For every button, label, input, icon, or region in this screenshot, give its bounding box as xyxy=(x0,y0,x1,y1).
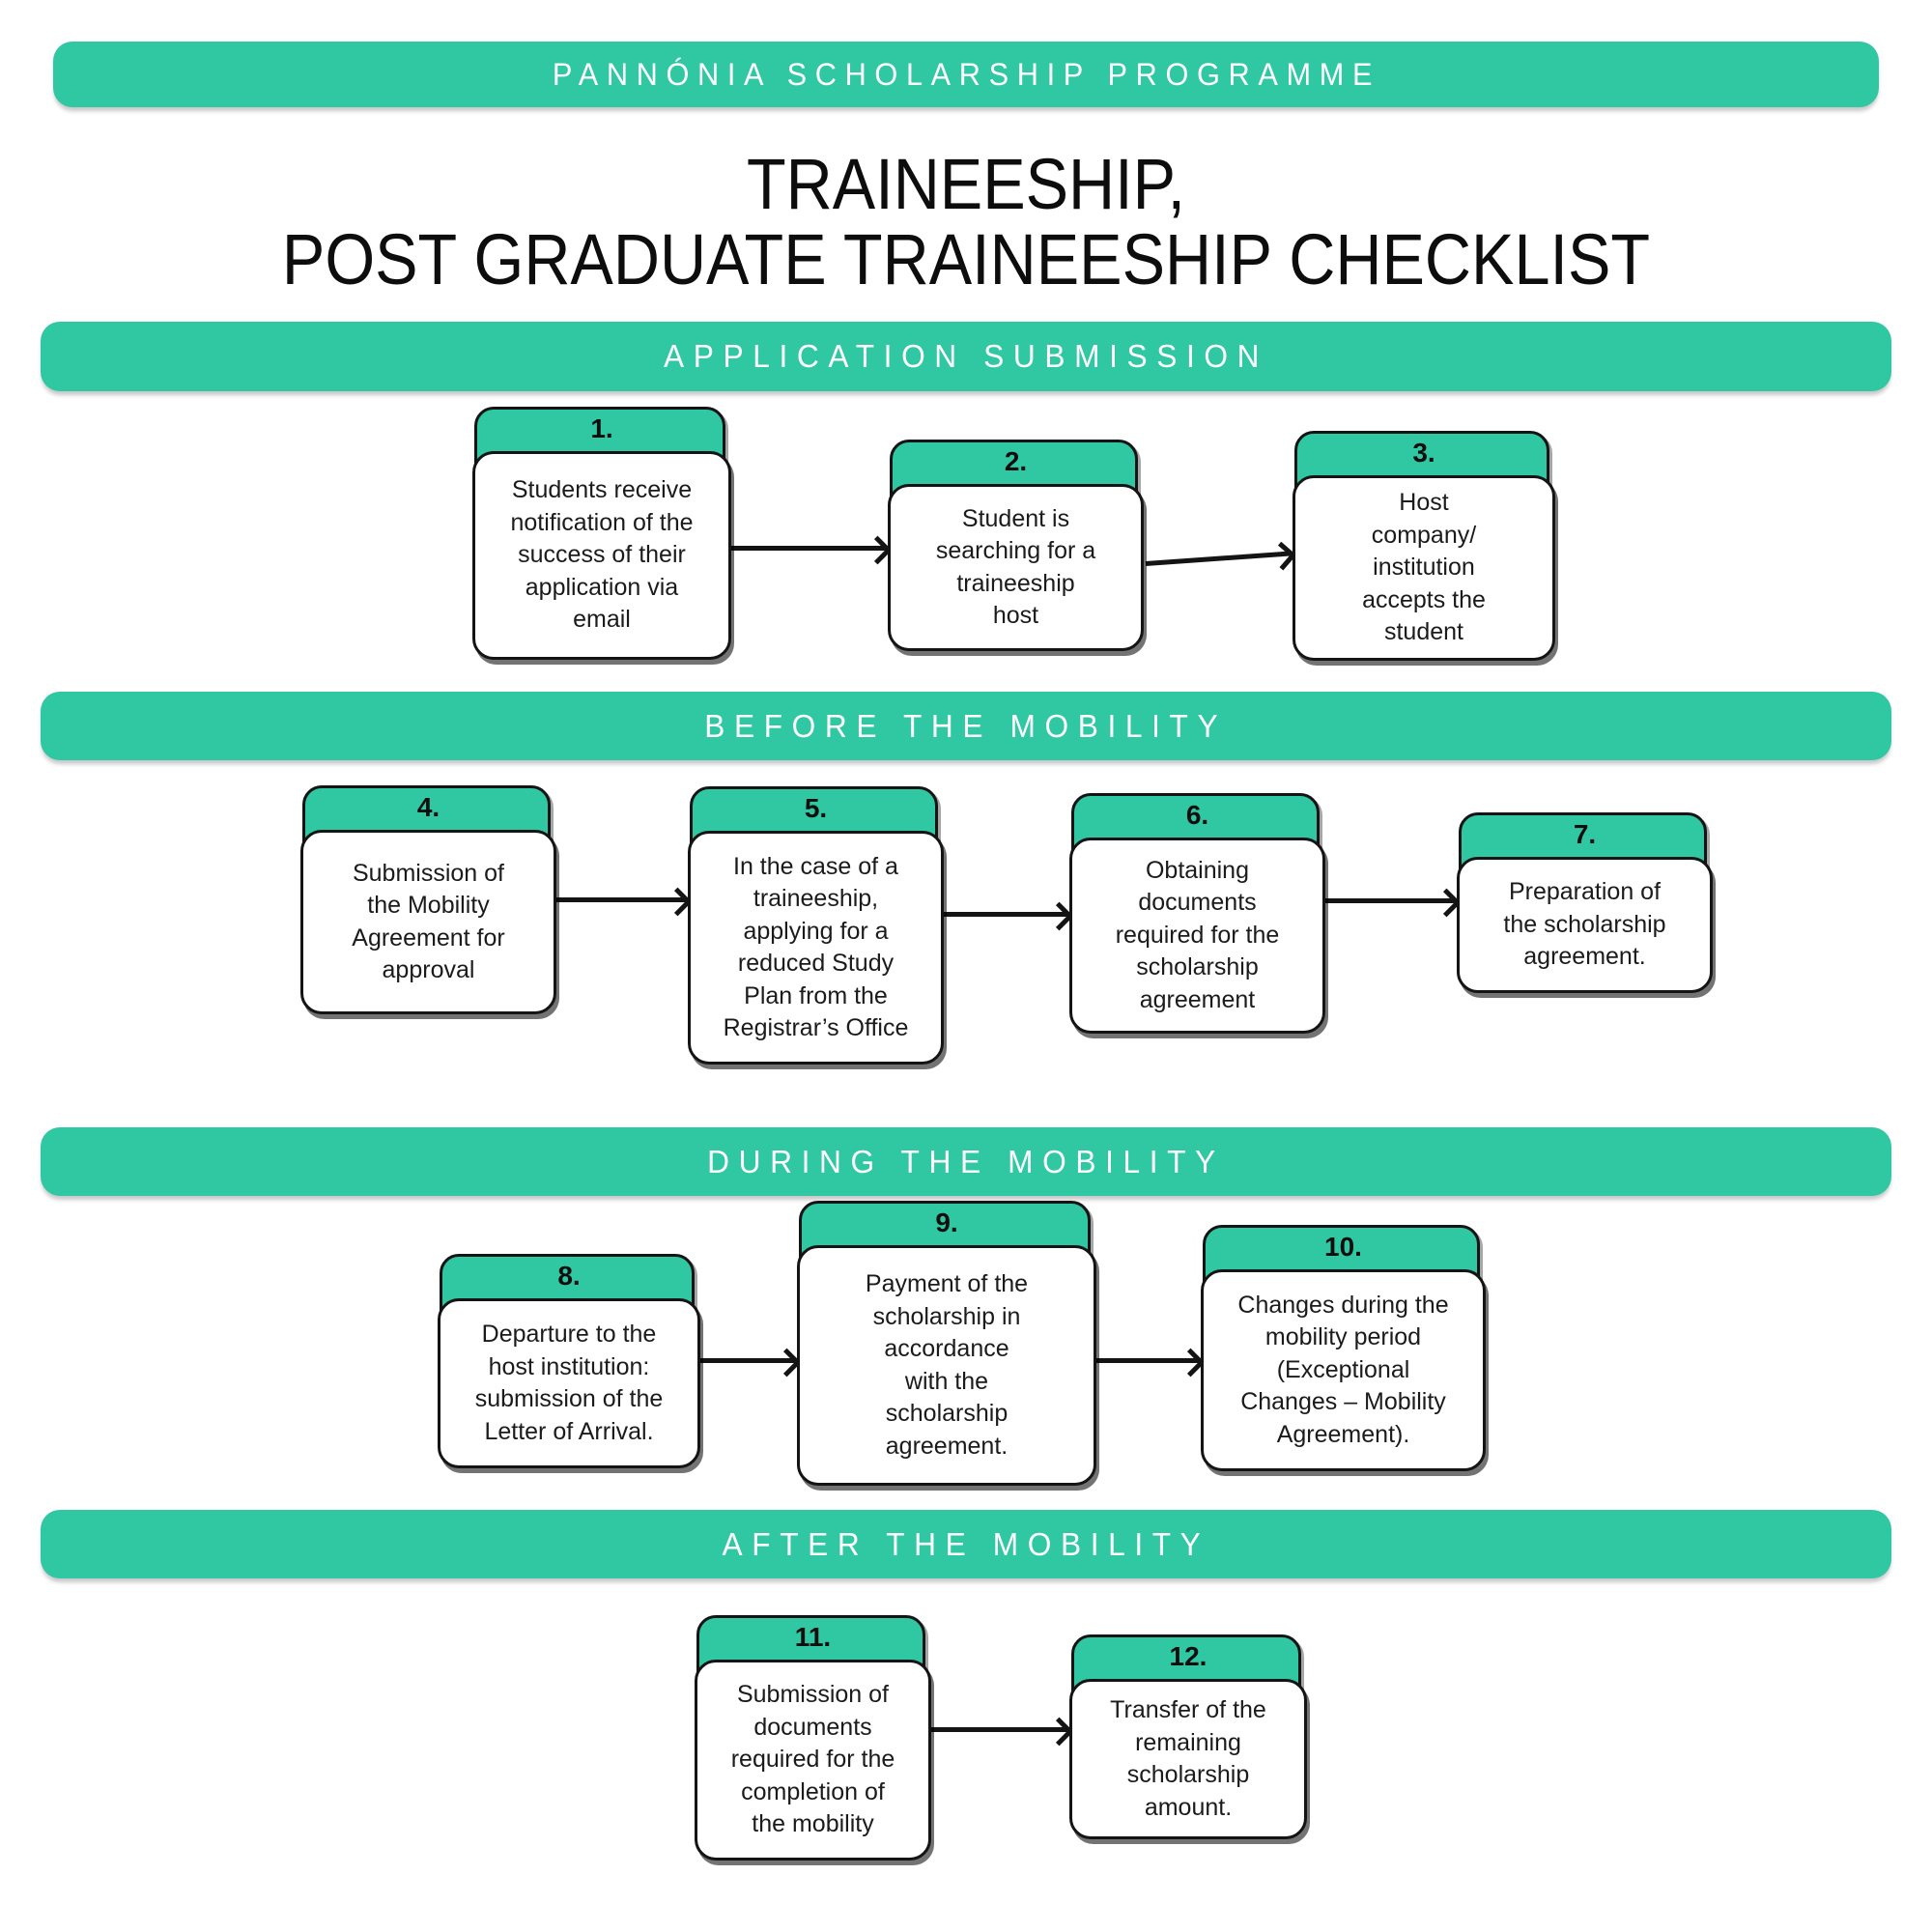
step-text: Host company/ institution accepts the st… xyxy=(1293,475,1555,661)
step-number: 2. xyxy=(1004,446,1028,476)
step-number: 4. xyxy=(416,792,440,822)
step-number: 10. xyxy=(1324,1232,1362,1262)
step-number: 12. xyxy=(1169,1641,1208,1671)
program-banner-label: PANNÓNIA SCHOLARSHIP PROGRAMME xyxy=(552,56,1380,92)
step-text: Preparation of the scholarship agreement… xyxy=(1457,857,1713,993)
step-card-6: 6. Obtaining documents required for the … xyxy=(1069,793,1325,1034)
step-text: Students receive notification of the suc… xyxy=(472,451,731,660)
flow-arrow xyxy=(731,546,886,551)
step-number: 7. xyxy=(1573,819,1597,849)
step-text: In the case of a traineeship, applying f… xyxy=(688,831,944,1065)
program-banner: PANNÓNIA SCHOLARSHIP PROGRAMME xyxy=(53,42,1879,107)
section-banner-application-submission: APPLICATION SUBMISSION xyxy=(41,322,1891,391)
step-card-9: 9. Payment of the scholarship in accorda… xyxy=(797,1201,1096,1486)
step-text: Changes during the mobility period (Exce… xyxy=(1201,1269,1486,1471)
section-banner-label: BEFORE THE MOBILITY xyxy=(704,707,1228,744)
step-number: 3. xyxy=(1412,438,1435,468)
step-card-10: 10. Changes during the mobility period (… xyxy=(1201,1225,1486,1471)
section-banner-label: DURING THE MOBILITY xyxy=(707,1143,1225,1179)
step-number: 9. xyxy=(935,1208,958,1237)
step-text: Obtaining documents required for the sch… xyxy=(1069,838,1325,1034)
flow-arrow xyxy=(944,912,1067,917)
step-number: 1. xyxy=(590,413,613,443)
step-card-2: 2. Student is searching for a traineeshi… xyxy=(888,440,1144,651)
step-text: Transfer of the remaining scholarship am… xyxy=(1069,1679,1307,1839)
step-text: Student is searching for a traineeship h… xyxy=(888,484,1144,651)
section-banner-during-the-mobility: DURING THE MOBILITY xyxy=(41,1127,1891,1196)
section-banner-label: APPLICATION SUBMISSION xyxy=(663,338,1269,374)
page-title-line1: TRAINEESHIP, xyxy=(746,144,1185,224)
flow-arrow xyxy=(1145,551,1291,566)
section-banner-after-the-mobility: AFTER THE MOBILITY xyxy=(41,1510,1891,1578)
flow-arrow xyxy=(700,1358,795,1363)
page-title-line2: POST GRADUATE TRAINEESHIP CHECKLIST xyxy=(281,219,1651,300)
step-text: Submission of the Mobility Agreement for… xyxy=(300,830,556,1014)
step-text: Payment of the scholarship in accordance… xyxy=(797,1245,1096,1486)
step-number: 8. xyxy=(557,1261,581,1291)
flow-arrow xyxy=(1325,898,1455,903)
step-number: 11. xyxy=(794,1622,832,1652)
step-card-4: 4. Submission of the Mobility Agreement … xyxy=(300,785,556,1014)
step-card-12: 12. Transfer of the remaining scholarshi… xyxy=(1069,1634,1307,1839)
step-card-8: 8. Departure to the host institution: su… xyxy=(438,1254,700,1468)
step-card-3: 3. Host company/ institution accepts the… xyxy=(1293,431,1555,661)
page-title: TRAINEESHIP, POST GRADUATE TRAINEESHIP C… xyxy=(0,144,1932,300)
flow-arrow xyxy=(931,1727,1067,1732)
step-text: Departure to the host institution: submi… xyxy=(438,1298,700,1468)
flow-arrow xyxy=(556,897,686,902)
step-text: Submission of documents required for the… xyxy=(695,1660,931,1861)
step-number: 5. xyxy=(804,793,828,823)
step-card-5: 5. In the case of a traineeship, applyin… xyxy=(688,786,944,1065)
section-banner-label: AFTER THE MOBILITY xyxy=(722,1525,1210,1562)
step-card-7: 7. Preparation of the scholarship agreem… xyxy=(1457,812,1713,993)
step-number: 6. xyxy=(1185,800,1209,830)
step-card-11: 11. Submission of documents required for… xyxy=(695,1615,931,1861)
section-banner-before-the-mobility: BEFORE THE MOBILITY xyxy=(41,692,1891,760)
step-card-1: 1. Students receive notification of the … xyxy=(472,407,731,660)
flow-arrow xyxy=(1096,1358,1199,1363)
